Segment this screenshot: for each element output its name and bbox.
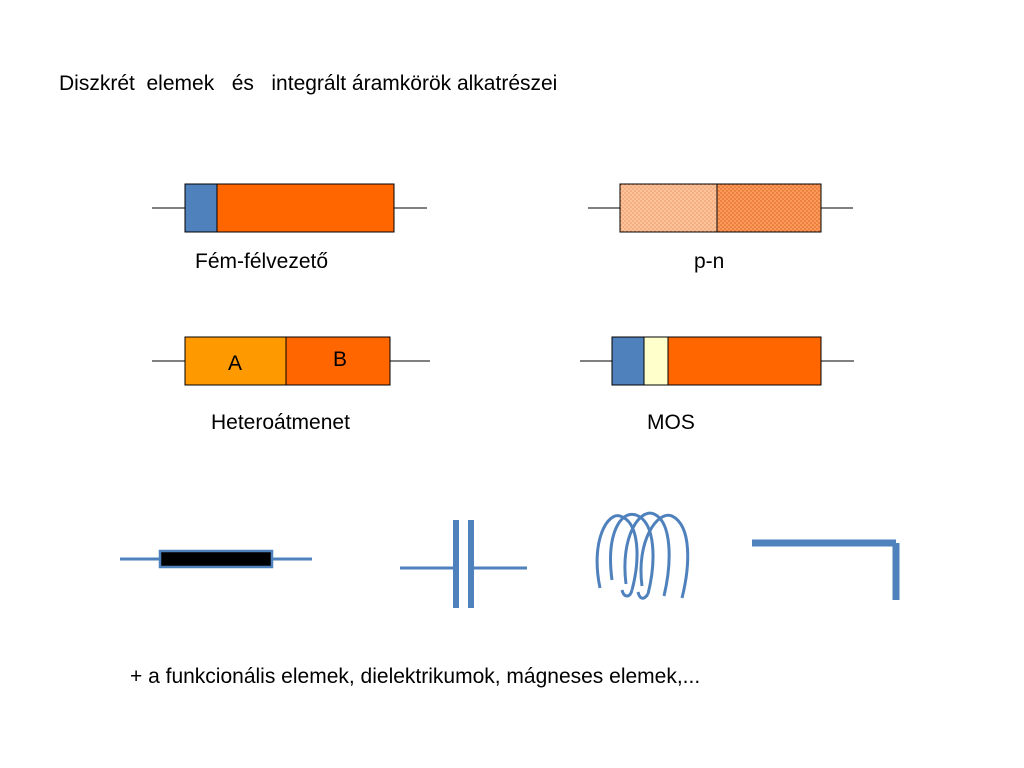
pn-junction-component <box>588 183 853 233</box>
material-a-region <box>184 336 287 386</box>
metal-layer <box>611 336 645 386</box>
material-b-label: B <box>333 348 347 371</box>
resistor-icon <box>120 549 312 569</box>
mos-caption: MOS <box>647 411 695 434</box>
inductor-coil-icon <box>595 511 690 600</box>
capacitor-icon <box>400 520 527 608</box>
oxide-layer <box>643 336 669 386</box>
page-title: Diszkrét elemek és integrált áramkörök a… <box>59 72 558 95</box>
mos-component <box>580 336 854 386</box>
n-region <box>716 183 822 233</box>
material-b-region <box>285 336 391 386</box>
heterojunction-caption: Heteroátmenet <box>211 411 350 434</box>
heterojunction-component: A B <box>152 336 430 386</box>
metal-semiconductor-caption: Fém-félvezető <box>195 250 329 273</box>
semiconductor-layer <box>216 183 395 233</box>
conductor-line-icon <box>752 539 900 600</box>
metal-layer <box>184 183 218 233</box>
p-region <box>619 183 718 233</box>
semiconductor-layer <box>667 336 822 386</box>
pn-caption: p-n <box>694 250 725 273</box>
footer-note: + a funkcionális elemek, dielektrikumok,… <box>130 665 701 688</box>
material-a-label: A <box>228 352 242 375</box>
metal-semiconductor-component <box>152 183 427 233</box>
